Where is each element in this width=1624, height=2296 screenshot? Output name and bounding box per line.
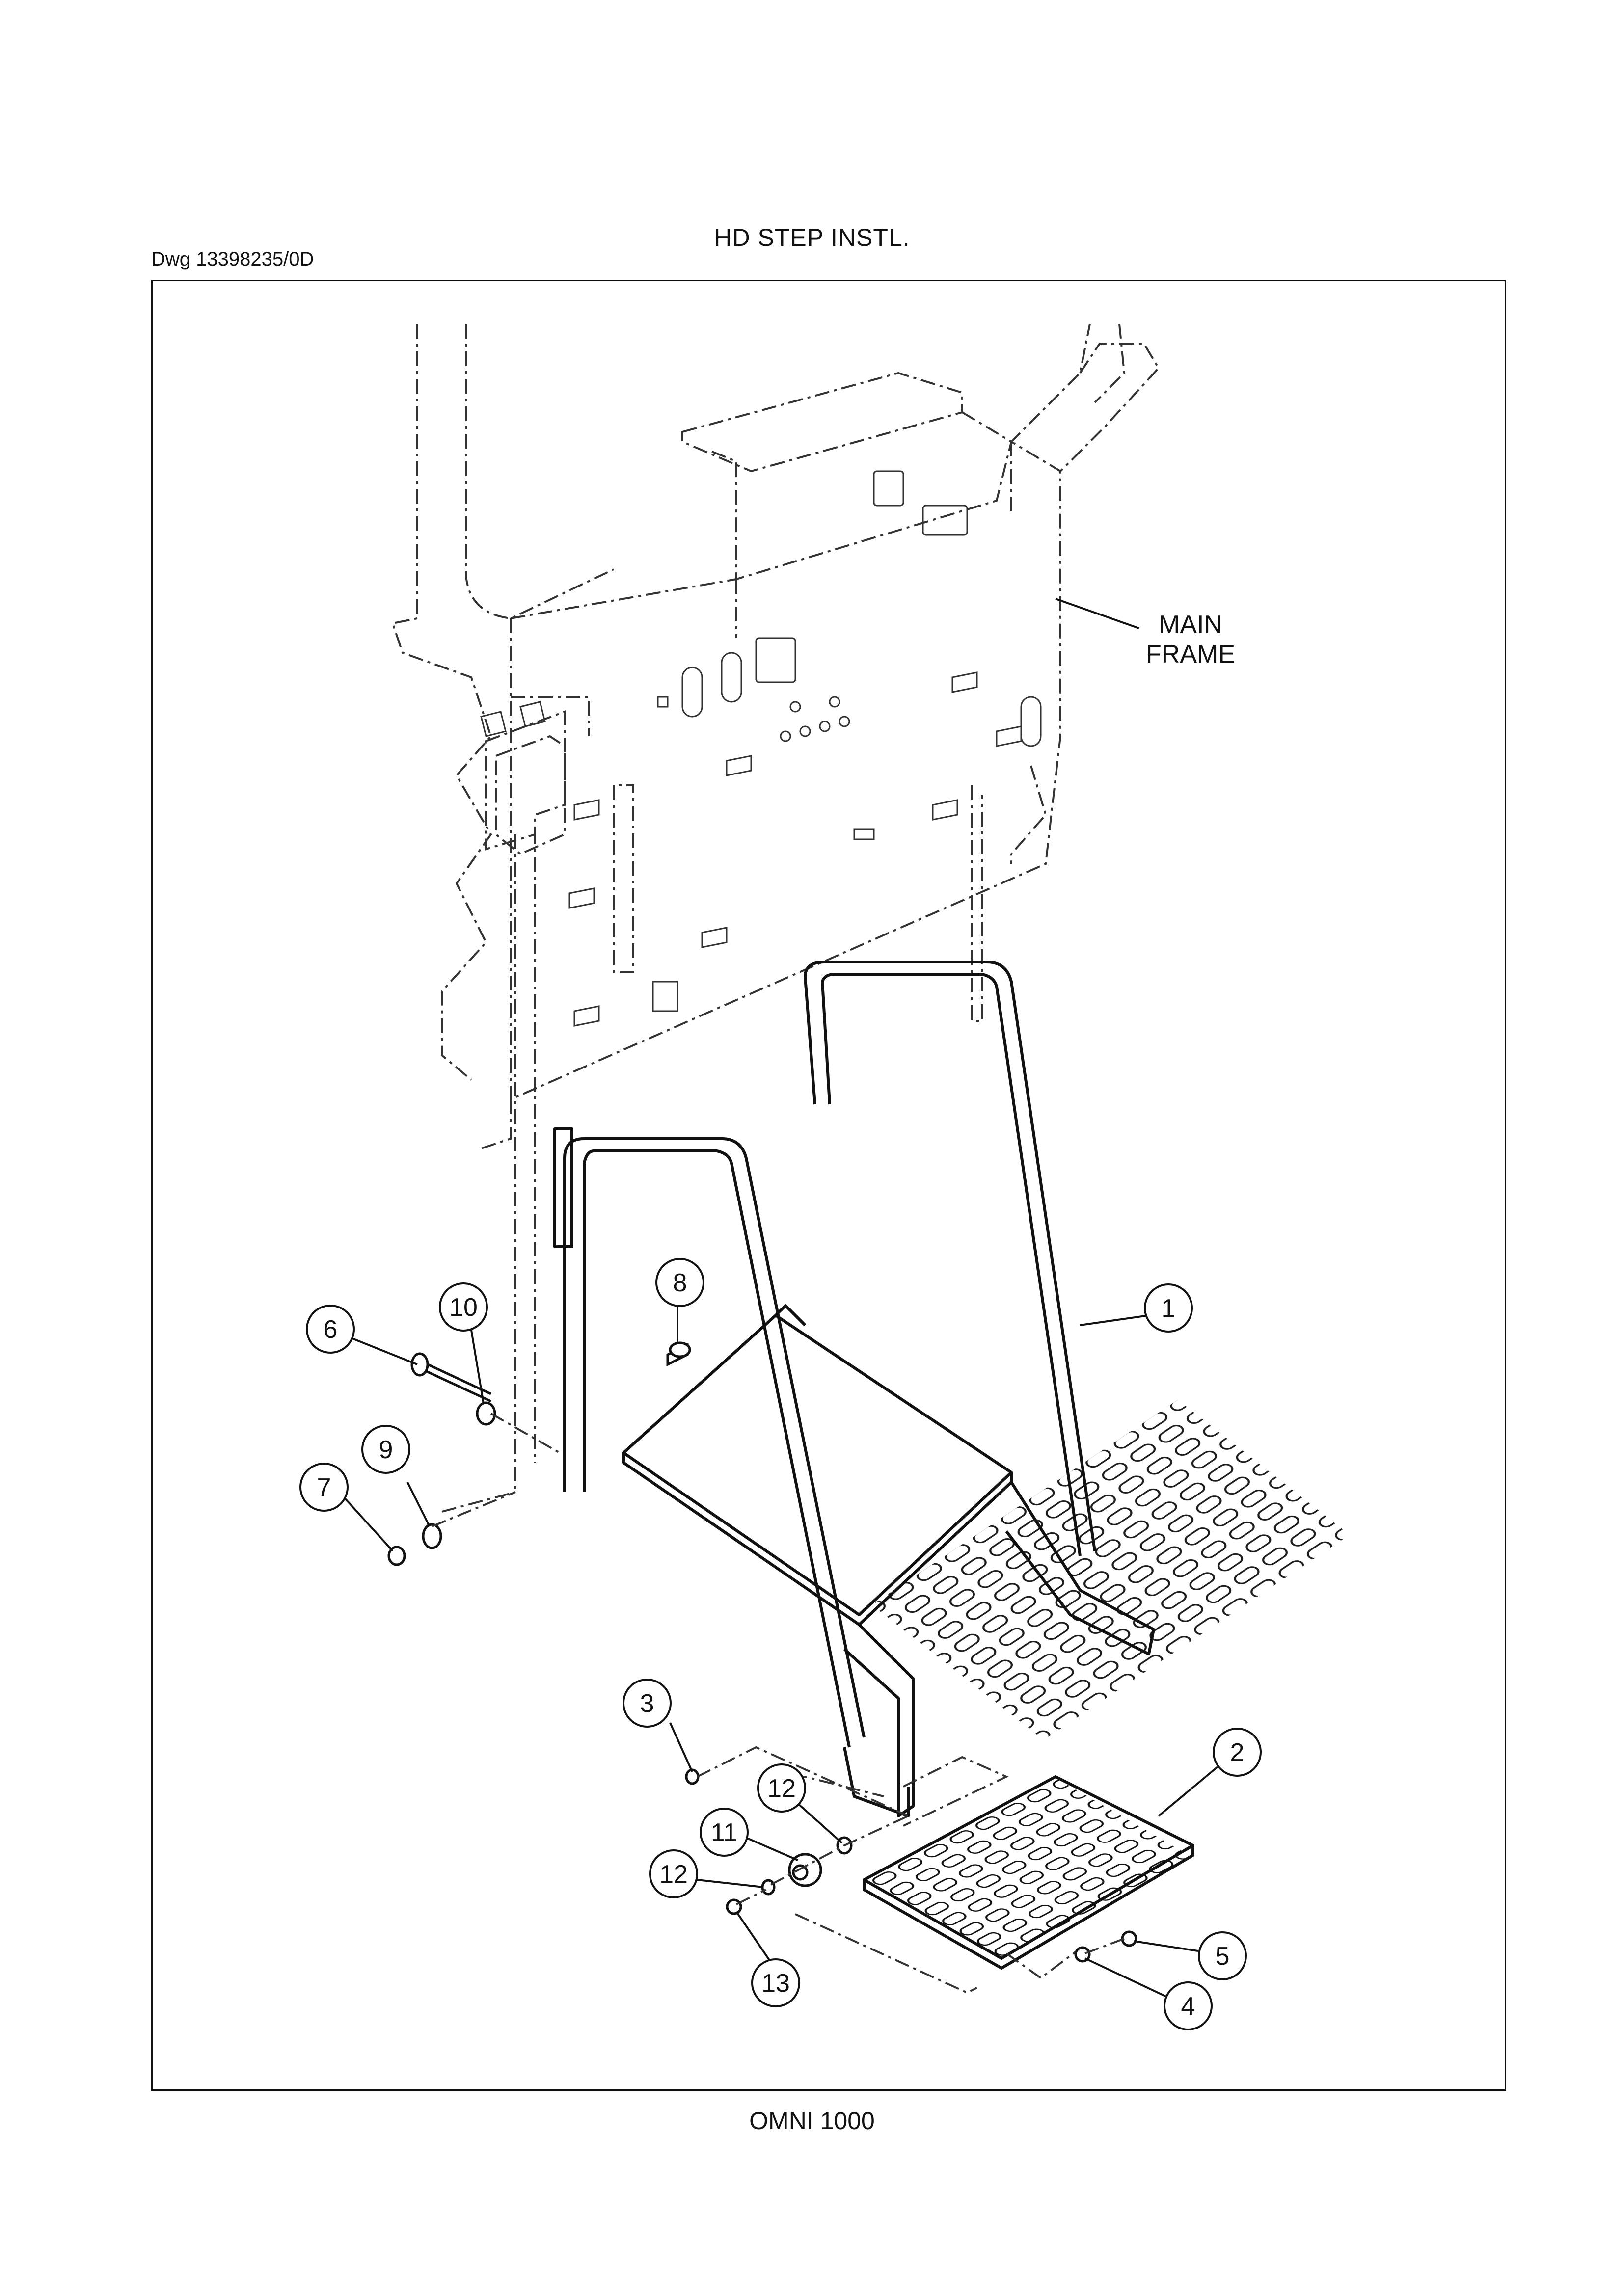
callout-12-lower: 12 [649,1849,698,1898]
leader-lines [343,598,1218,1999]
callout-2: 2 [1213,1728,1262,1777]
callout-5: 5 [1198,1931,1247,1980]
main-frame-phantom [391,323,1160,1149]
callout-3: 3 [623,1679,672,1728]
main-frame-holes [480,470,1042,1027]
mounting-bracket-phantom [441,710,566,1513]
svg-text:6: 6 [324,1315,338,1344]
main-frame-label-line2: FRAME [1146,640,1235,668]
svg-text:7: 7 [317,1473,331,1502]
svg-text:12: 12 [659,1860,688,1889]
callout-10: 10 [439,1282,488,1332]
callout-8: 8 [655,1258,704,1307]
svg-text:1: 1 [1162,1294,1176,1323]
drawing-number: Dwg 13398235/0D [151,248,314,270]
callout-1: 1 [1144,1283,1193,1333]
drawing-title: HD STEP INSTL. [714,224,910,251]
svg-text:4: 4 [1181,1992,1195,2021]
drawing-border [151,280,1506,2091]
svg-text:13: 13 [761,1969,790,1998]
svg-text:12: 12 [767,1774,796,1803]
callout-9: 9 [361,1425,410,1474]
svg-text:10: 10 [449,1293,478,1322]
svg-text:9: 9 [379,1436,393,1464]
callout-7: 7 [299,1463,349,1512]
svg-text:5: 5 [1216,1942,1230,1971]
callout-6: 6 [306,1305,355,1354]
svg-text:2: 2 [1230,1738,1245,1767]
assembly-lines [432,1413,1125,1954]
step-assembly [553,961,1155,1817]
callout-4: 4 [1164,1981,1213,2030]
callout-13: 13 [751,1958,800,2007]
callout-11: 11 [700,1808,749,1857]
main-frame-label-line1: MAIN [1159,611,1222,639]
lower-step-grating [864,1777,1194,1960]
callout-12-upper: 12 [757,1763,806,1813]
step-grating [871,1400,1350,1740]
svg-text:8: 8 [673,1269,687,1297]
model-name: OMNI 1000 [749,2107,875,2135]
svg-text:3: 3 [640,1689,654,1718]
svg-text:11: 11 [711,1818,737,1847]
